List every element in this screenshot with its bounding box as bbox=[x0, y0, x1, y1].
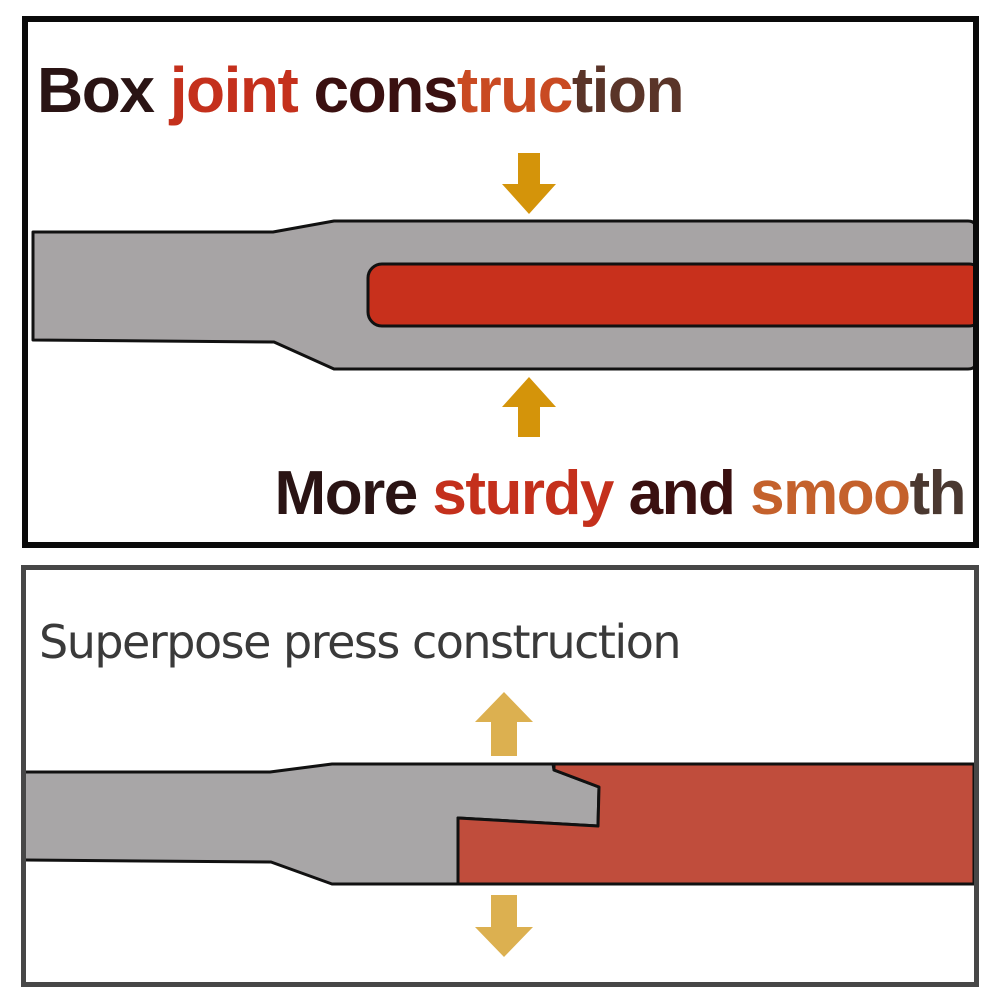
subtitle-word bbox=[613, 459, 629, 528]
box-joint-subtitle: More sturdy and smooth bbox=[274, 454, 967, 534]
subtitle-word: sturdy bbox=[432, 459, 614, 528]
title-word: cons bbox=[313, 54, 459, 126]
subtitle-word bbox=[417, 459, 433, 528]
superpose-press-drawing bbox=[26, 692, 974, 957]
title-word: truc bbox=[456, 54, 573, 126]
subtitle-word: More bbox=[274, 459, 419, 528]
subtitle-word: smoo bbox=[750, 459, 911, 528]
arrow-up-icon bbox=[502, 377, 556, 437]
inner-tang-part bbox=[456, 762, 974, 886]
arrow-down-icon bbox=[475, 895, 533, 957]
title-word: Box bbox=[37, 54, 155, 126]
subtitle-word: th bbox=[909, 459, 966, 528]
arrow-down-icon bbox=[502, 153, 556, 214]
box-joint-drawing bbox=[31, 153, 973, 437]
title-word: tion bbox=[571, 54, 685, 126]
box-joint-panel: Box joint construction More sturdy and s… bbox=[22, 16, 979, 548]
arrow-up-icon bbox=[475, 692, 533, 756]
title-word: joint bbox=[169, 54, 299, 126]
box-joint-title: Box joint construction bbox=[37, 50, 685, 130]
superpose-press-title: Superpose press construction bbox=[39, 615, 682, 669]
subtitle-word bbox=[734, 459, 750, 528]
subtitle-word: and bbox=[628, 459, 736, 528]
inner-tang-part bbox=[366, 262, 973, 328]
superpose-press-panel: Superpose press construction bbox=[21, 565, 979, 987]
